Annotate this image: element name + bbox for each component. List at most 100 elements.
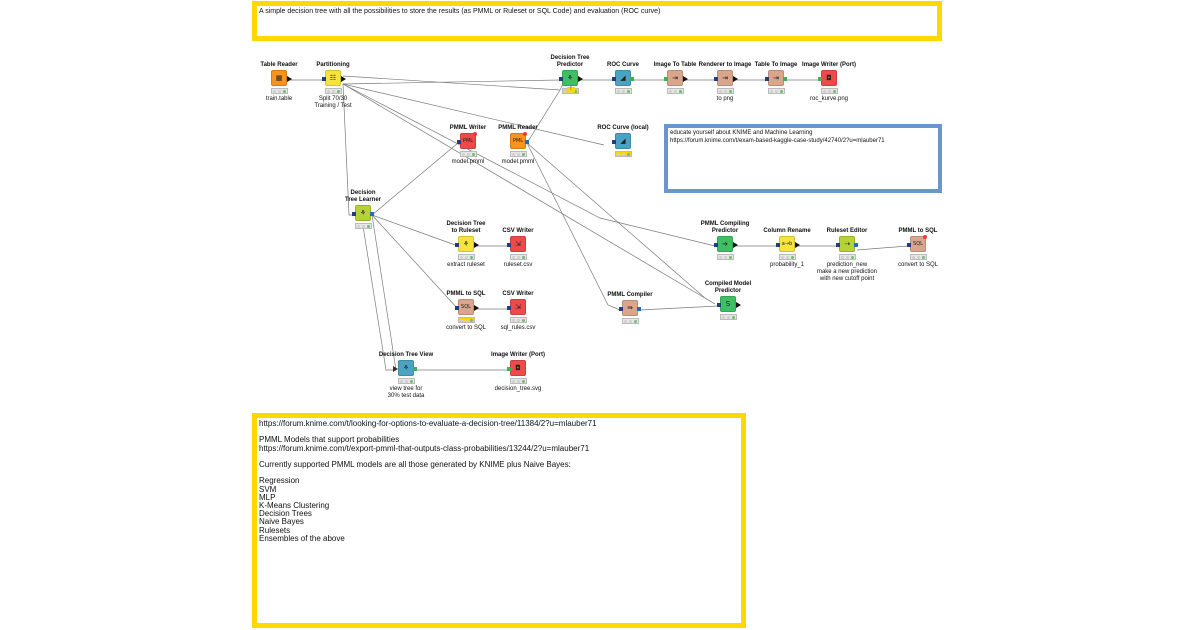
node-renderer-to-image[interactable]: Renderer to Image⇥to png [685,62,765,103]
input-port[interactable] [507,306,511,310]
node-dt-to-ruleset[interactable]: Decision Tree to Ruleset⚘extract ruleset [426,221,506,269]
node-dt-learner[interactable]: Decision Tree Learner⚘ [323,190,403,229]
node-ruleset-editor[interactable]: Ruleset Editor⇢prediction_new make a new… [807,228,887,283]
input-port[interactable] [907,243,911,247]
output-port[interactable] [630,77,634,81]
node-icon-box[interactable]: ◢ [612,70,634,86]
node-pmml-compiling-predictor[interactable]: PMML Compiling Predictor➔ [685,221,765,260]
node-csv-writer-1[interactable]: CSV Writer⇲ruleset.csv [478,228,558,269]
node-partitioning[interactable]: Partitioning☷Split 70/30 Training / Test [293,62,373,110]
connection-line[interactable] [526,89,561,144]
input-port[interactable] [612,140,616,144]
node-icon-box[interactable]: S [717,296,741,312]
node-roc-curve[interactable]: ROC Curve◢ [583,62,663,94]
input-port[interactable] [507,243,511,247]
connection-line[interactable] [342,83,716,305]
workflow-description-annotation[interactable]: A simple decision tree with all the poss… [252,1,942,41]
node-icon-box[interactable]: ⇲ [507,299,526,315]
node-dt-view[interactable]: Decision Tree View⚘view tree for 30% tes… [366,352,446,400]
node-icon-box[interactable]: ◘ [818,70,837,86]
output-port[interactable] [287,76,292,82]
input-port[interactable] [717,303,721,307]
node-icon-box[interactable]: ☷ [322,70,346,86]
input-port[interactable] [322,77,326,81]
input-port[interactable] [612,77,616,81]
connection-line[interactable] [526,142,621,311]
connection-line[interactable] [362,225,396,371]
node-icon-box[interactable]: ➔ [714,236,738,252]
node-table-reader[interactable]: Table Reader▦train.table [239,62,319,103]
output-port[interactable] [341,76,346,82]
output-port[interactable] [413,367,417,371]
flow-variable-port[interactable] [523,132,527,136]
education-link-annotation[interactable]: educate yourself about KNIME and Machine… [664,124,942,193]
node-icon-box[interactable]: PML [510,132,529,149]
node-icon-box[interactable]: ◢ [612,133,631,149]
connection-line[interactable] [371,214,397,371]
input-port[interactable] [619,307,623,311]
input-port[interactable] [455,243,459,247]
output-port[interactable] [370,212,374,216]
node-icon-box[interactable]: ⇥ [765,70,787,86]
node-csv-writer-2[interactable]: CSV Writer⇲sql_rules.csv [478,291,558,332]
output-port[interactable] [783,77,787,81]
input-port[interactable] [765,77,769,81]
output-port[interactable] [637,307,641,311]
connection-line[interactable] [856,245,909,251]
connection-line[interactable] [526,142,716,305]
node-image-to-table[interactable]: Image To Table⇥ [635,62,715,94]
node-pmml-compiler[interactable]: PMML Compiler⇛ [590,292,670,324]
connection-line[interactable] [342,79,561,85]
input-port[interactable] [664,77,668,81]
connection-line[interactable] [371,142,459,216]
node-image-writer-tree[interactable]: Image Writer (Port)◘decision_tree.svg [478,352,558,393]
input-port[interactable] [714,243,718,247]
connection-line[interactable] [342,83,716,247]
node-icon-box[interactable]: ⇢ [836,236,858,252]
input-port[interactable] [455,306,459,310]
node-icon-box[interactable]: ⚘! [559,70,583,92]
input-port[interactable] [776,243,780,247]
flow-variable-port[interactable] [473,132,477,136]
node-icon-box[interactable]: PML [457,132,477,149]
node-icon-box[interactable]: ⇲ [507,236,526,252]
output-port[interactable] [736,302,741,308]
flow-variable-port[interactable] [923,235,927,239]
node-dt-predictor[interactable]: Decision Tree Predictor⚘! [530,55,610,94]
connection-line[interactable] [371,214,459,310]
node-icon-box[interactable]: ⇛ [619,300,641,316]
node-icon-box[interactable]: ⚘ [455,236,479,252]
node-icon-box[interactable]: a→b [776,236,800,252]
output-port[interactable] [474,305,479,311]
node-icon-box[interactable]: ▦ [271,70,292,86]
input-port[interactable] [714,77,718,81]
input-port[interactable] [559,77,563,81]
connection-line[interactable] [342,83,605,146]
output-port[interactable] [525,140,529,144]
output-port[interactable] [733,242,738,248]
connection-line[interactable] [371,214,459,247]
input-port[interactable] [818,77,822,81]
node-table-to-image[interactable]: Table To Image⇥ [736,62,816,94]
node-icon-box[interactable]: SQL [455,299,479,315]
output-port[interactable] [733,76,738,82]
node-icon-box[interactable]: ⚘ [393,360,417,376]
node-icon-box[interactable]: ◘ [507,360,526,376]
connection-line[interactable] [639,305,719,311]
node-icon-box[interactable]: ⚘ [352,205,374,221]
input-port[interactable] [507,367,511,371]
node-icon-box[interactable]: SQL [907,235,927,252]
output-port[interactable] [683,76,688,82]
output-port[interactable] [854,243,858,247]
input-port[interactable] [393,366,398,372]
node-icon-box[interactable]: ⇥ [714,70,738,86]
input-port[interactable] [836,243,840,247]
input-port[interactable] [457,140,461,144]
node-image-writer-roc[interactable]: Image Writer (Port)◘roc_kurve.png [789,62,869,103]
input-port[interactable] [352,212,356,216]
